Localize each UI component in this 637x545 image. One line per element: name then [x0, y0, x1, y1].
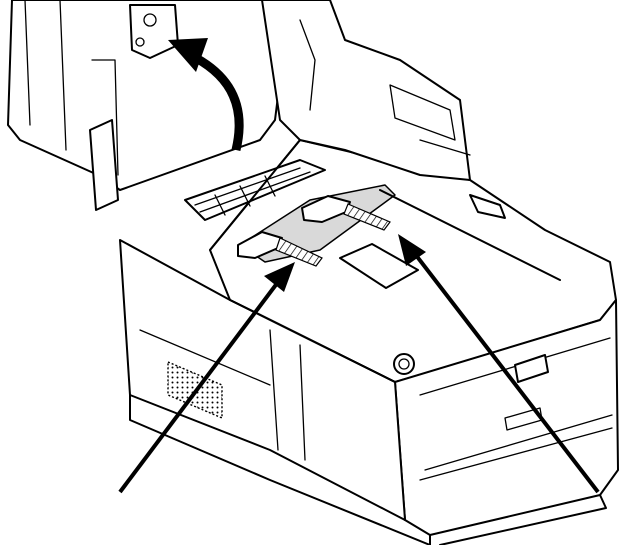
left-guide-ridges — [275, 237, 323, 267]
lid-latch — [129, 4, 179, 59]
tray-rim — [209, 139, 561, 383]
open-top-cover — [7, 0, 506, 219]
arrow-icon — [410, 248, 600, 494]
power-button-icon — [393, 353, 415, 375]
rear-tower — [261, 0, 471, 181]
tray-label-panel — [339, 243, 419, 289]
side-panel-lines — [139, 329, 306, 461]
paper-tray — [184, 139, 561, 383]
callout-arrow-left — [118, 262, 295, 494]
badge-icon — [514, 354, 549, 383]
right-guide-ridges — [343, 203, 391, 231]
callout-arrow-right — [398, 234, 600, 494]
arrow-icon — [118, 280, 280, 494]
lid-hinge-left — [89, 119, 119, 211]
curved-arrow-icon — [168, 38, 244, 152]
bottom-tray — [129, 394, 607, 545]
